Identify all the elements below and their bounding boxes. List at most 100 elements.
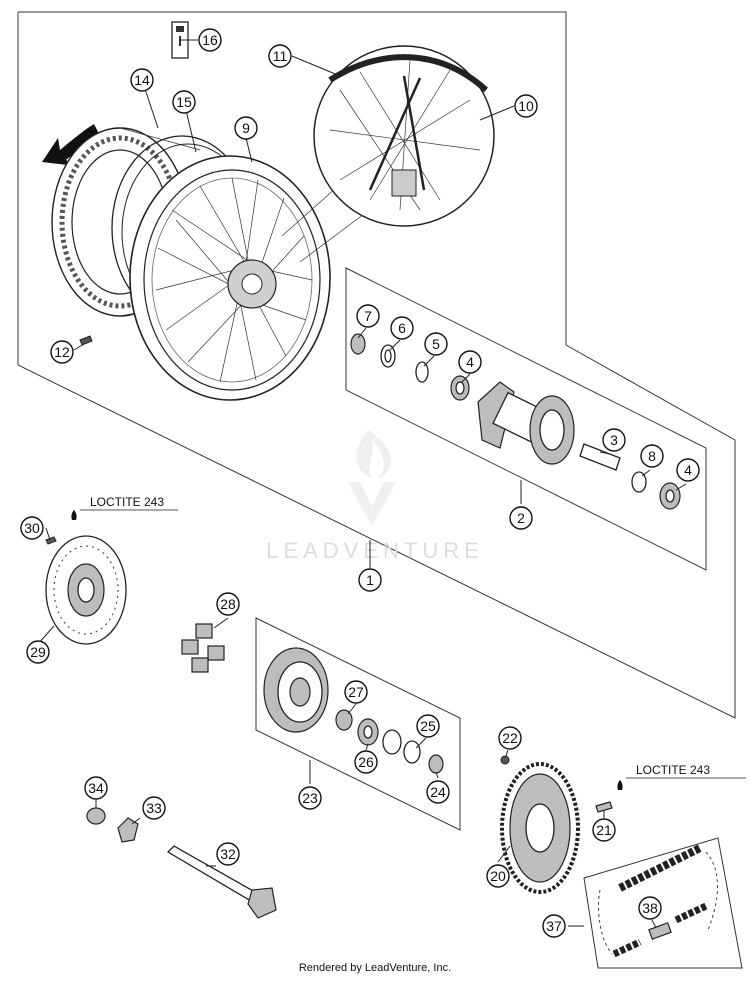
damper-rubbers-28-drawing	[181, 623, 225, 673]
seal-24-drawing	[428, 754, 444, 774]
callout-4b-label: 4	[684, 462, 692, 478]
callout-20[interactable]: 20	[486, 864, 510, 888]
callout-22-label: 22	[502, 730, 518, 746]
callout-37[interactable]: 37	[542, 914, 566, 938]
chain-panel	[583, 837, 743, 969]
bearing-4-bore	[455, 381, 465, 395]
callout-1-label: 1	[366, 572, 374, 588]
nut-22-drawing	[500, 755, 510, 765]
callout-10[interactable]: 10	[514, 94, 538, 118]
callout-11[interactable]: 11	[268, 44, 292, 68]
callout-2[interactable]: 2	[509, 506, 533, 530]
callout-24-label: 24	[430, 784, 446, 800]
wheel-rim-drawing	[129, 155, 331, 401]
callout-14[interactable]: 14	[130, 68, 154, 92]
callout-32[interactable]: 32	[216, 842, 240, 866]
callout-25-label: 25	[420, 718, 436, 734]
callout-8[interactable]: 8	[640, 444, 664, 468]
rotation-arrow-icon	[42, 124, 100, 166]
valve-cap-icon	[176, 26, 184, 32]
callout-28[interactable]: 28	[216, 592, 240, 616]
callout-25[interactable]: 25	[416, 714, 440, 738]
callout-26-label: 26	[358, 754, 374, 770]
callout-24[interactable]: 24	[426, 780, 450, 804]
callout-7-label: 7	[364, 308, 372, 324]
circlip-25-drawing	[382, 729, 402, 755]
callout-15-label: 15	[176, 94, 192, 110]
loctite-left-label: LOCTITE 243	[90, 495, 164, 509]
callout-12[interactable]: 12	[50, 340, 74, 364]
brake-disc-29-drawing	[45, 535, 127, 645]
callout-30-label: 30	[24, 520, 40, 536]
ring-25b-drawing	[403, 740, 421, 764]
callout-2-label: 2	[517, 510, 525, 526]
callout-3-label: 3	[610, 432, 618, 448]
screw-21-drawing	[595, 801, 613, 813]
master-link-38-drawing	[648, 922, 672, 940]
callout-4a[interactable]: 4	[458, 350, 482, 374]
callout-10-label: 10	[518, 98, 534, 114]
callout-27-label: 27	[348, 684, 364, 700]
circlip-5-drawing	[415, 361, 429, 383]
callout-6-label: 6	[398, 320, 406, 336]
callout-9-label: 9	[242, 120, 250, 136]
callout-20-label: 20	[490, 868, 506, 884]
callout-5[interactable]: 5	[424, 332, 448, 356]
sprocket-carrier-23-drawing	[263, 647, 329, 733]
sprocket-20-drawing	[500, 762, 580, 894]
callout-21-label: 21	[596, 822, 612, 838]
watermark-text: LEADVENTURE	[266, 538, 484, 563]
callout-16[interactable]: 16	[198, 28, 222, 52]
callout-7[interactable]: 7	[356, 304, 380, 328]
footer-credit: Rendered by LeadVenture, Inc.	[298, 962, 452, 974]
callout-5-label: 5	[432, 336, 440, 352]
callout-14-label: 14	[134, 72, 150, 88]
bearing-4b-bore	[665, 489, 675, 503]
leader-lines	[37, 39, 687, 929]
watermark-logo	[348, 430, 396, 526]
callout-38[interactable]: 38	[638, 896, 662, 920]
bearing-26-bore	[363, 725, 373, 739]
rear-hub-2-drawing	[477, 381, 575, 465]
callout-26[interactable]: 26	[354, 750, 378, 774]
loctite-drop-left-icon	[71, 510, 77, 520]
screw-30-drawing	[45, 536, 57, 545]
callout-29[interactable]: 29	[26, 640, 50, 664]
ring-6-bore	[384, 349, 392, 363]
callout-30[interactable]: 30	[20, 516, 44, 540]
callout-3[interactable]: 3	[602, 428, 626, 452]
callout-34-label: 34	[88, 780, 104, 796]
callout-4b[interactable]: 4	[676, 458, 700, 482]
spoke-detail-magnifier	[281, 45, 495, 263]
callout-29-label: 29	[30, 644, 46, 660]
sprocket-carrier-panel	[255, 617, 461, 831]
callout-23[interactable]: 23	[298, 786, 322, 810]
callout-16-label: 16	[202, 32, 218, 48]
callout-21[interactable]: 21	[592, 818, 616, 842]
callout-8-label: 8	[648, 448, 656, 464]
callout-6[interactable]: 6	[390, 316, 414, 340]
nut-34-drawing	[86, 807, 106, 825]
callout-38-label: 38	[642, 900, 658, 916]
callout-9[interactable]: 9	[234, 116, 258, 140]
callout-33[interactable]: 33	[142, 796, 166, 820]
chain-37-drawing	[598, 844, 718, 958]
axle-32-drawing	[166, 845, 277, 919]
callout-37-label: 37	[546, 918, 562, 934]
callout-32-label: 32	[220, 846, 236, 862]
shaft-seal-7-drawing	[350, 333, 366, 355]
callout-12-label: 12	[54, 344, 70, 360]
hub-parts-panel	[345, 267, 707, 571]
callout-22[interactable]: 22	[498, 726, 522, 750]
wheel-assembly-frame	[17, 11, 736, 719]
chain-adjuster-33-drawing	[117, 817, 139, 843]
loctite-drop-right-icon	[617, 780, 623, 790]
callout-23-label: 23	[302, 790, 318, 806]
callout-27[interactable]: 27	[344, 680, 368, 704]
callout-15[interactable]: 15	[172, 90, 196, 114]
callout-1[interactable]: 1	[358, 568, 382, 592]
callout-33-label: 33	[146, 800, 162, 816]
callout-34[interactable]: 34	[84, 776, 108, 800]
